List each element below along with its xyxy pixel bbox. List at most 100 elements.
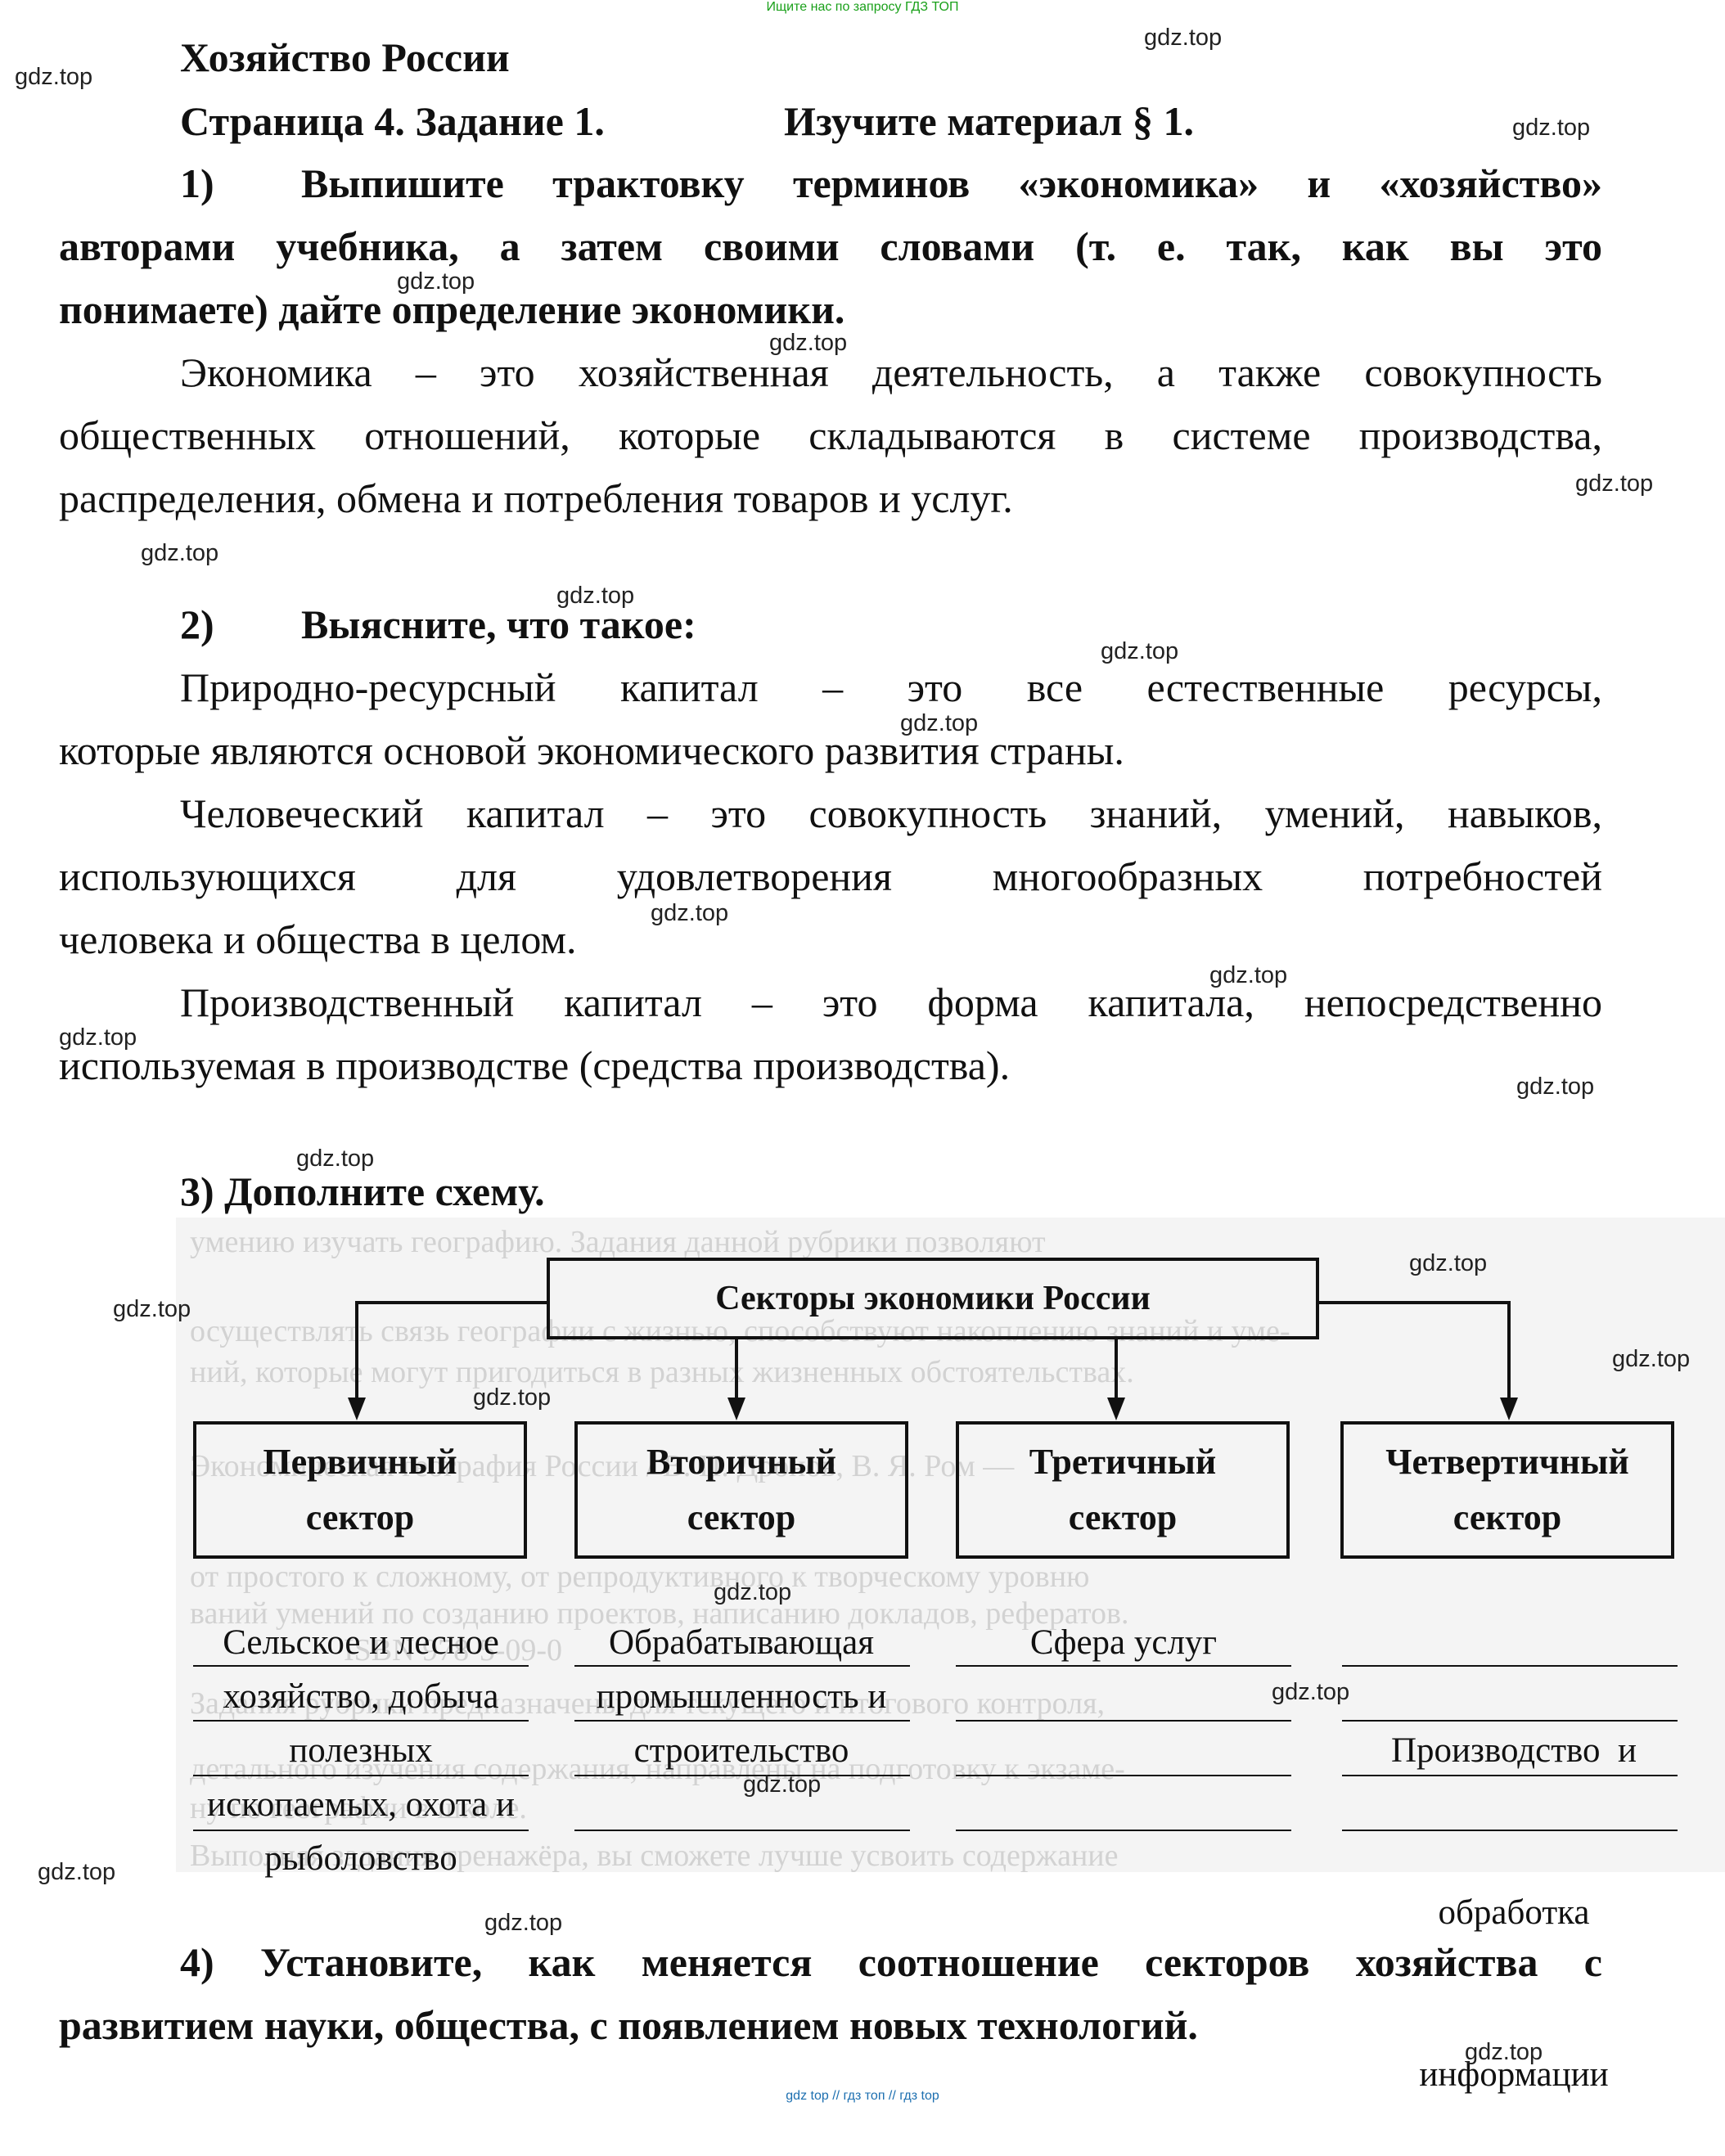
sector-box-secondary: Вторичный сектор — [574, 1421, 908, 1559]
ghost-text-line: ну по географии в школе. — [190, 1791, 527, 1825]
sector-box-tertiary: Третичный сектор — [956, 1421, 1290, 1559]
answer-underline — [193, 1665, 529, 1667]
connector-line — [1507, 1301, 1511, 1399]
q1-answer-line-3: распределения, обмена и потребления това… — [59, 475, 1013, 521]
answer-line: Сфера услуг — [1029, 1623, 1218, 1662]
watermark: gdz.top — [1272, 1679, 1350, 1705]
watermark: gdz.top — [1101, 638, 1179, 664]
q1-question-line-3: понимаете) дайте определение экономики. — [59, 286, 845, 332]
answer-underline — [1342, 1720, 1678, 1722]
watermark: gdz.top — [1144, 25, 1223, 51]
sector-label: сектор — [1068, 1497, 1178, 1537]
q1-number: 1) — [180, 160, 214, 206]
ghost-text-line: Выполняя задания тренажёра, вы сможете л… — [190, 1839, 1119, 1873]
watermark: gdz.top — [113, 1296, 191, 1322]
answer-tertiary-sector: Сфера услуг — [956, 1616, 1291, 1670]
answer-secondary-sector: Обрабатывающая промышленность и строител… — [561, 1616, 921, 1778]
q4-line-1: 4) Установите, как меняется соотношение … — [180, 1939, 1602, 1985]
watermark: gdz.top — [1512, 115, 1591, 141]
answer-underline — [956, 1720, 1291, 1722]
answer-underline — [1342, 1665, 1678, 1667]
sector-label: Вторичный — [646, 1442, 837, 1482]
answer-primary-sector: Сельское и лесное хозяйство, добыча поле… — [177, 1616, 545, 1886]
watermark: gdz.top — [1516, 1073, 1595, 1100]
answer-line: Обрабатывающая — [609, 1623, 874, 1662]
q1-question-line-2: авторами учебника, а затем своими словам… — [59, 223, 1602, 269]
scheme-title: Секторы экономики России — [715, 1280, 1151, 1317]
answer-underline — [193, 1830, 529, 1831]
answer-underline — [956, 1830, 1291, 1831]
ghost-text-line: Экономическая география России / В. П. Д… — [190, 1449, 1015, 1483]
top-note: Ищите нас по запросу ГДЗ ТОП — [766, 0, 959, 14]
task-line-page: Страница 4. Задание 1. — [180, 98, 605, 144]
watermark: gdz.top — [743, 1771, 822, 1798]
q1-question-line-1: Выпишите трактовку терминов «экономика» … — [301, 160, 1602, 206]
scheme-title-box: Секторы экономики России — [547, 1258, 1319, 1339]
watermark: gdz.top — [1465, 2039, 1543, 2065]
connector-line — [1115, 1338, 1118, 1399]
watermark: gdz.top — [38, 1859, 116, 1885]
ghost-text-line: от простого к сложному, от репродуктивно… — [190, 1560, 1090, 1594]
answer-line: рыболовство — [264, 1839, 457, 1878]
answer-underline — [1342, 1830, 1678, 1831]
answer-underline — [193, 1720, 529, 1722]
ghost-text-line: ISBN 978-5-09-0 — [344, 1633, 563, 1668]
q2-title: Выясните, что такое: — [301, 601, 696, 647]
watermark: gdz.top — [484, 1910, 563, 1936]
scanned-background — [176, 1218, 1725, 1872]
watermark: gdz.top — [1209, 962, 1288, 988]
watermark: gdz.top — [1612, 1346, 1691, 1372]
q2-natural-capital-line-1: Природно-ресурсный капитал – это все ест… — [180, 664, 1602, 710]
ghost-text-line: Задания рубрики предназначены для текуще… — [190, 1686, 1106, 1721]
arrow-down-icon — [1107, 1398, 1125, 1420]
arrow-down-icon — [348, 1398, 366, 1420]
q2-human-capital-line-2: использующихся для удовлетворения многоо… — [59, 853, 1602, 899]
answer-line: Сельское и лесное — [223, 1623, 499, 1662]
q3-title: 3) Дополните схему. — [180, 1168, 545, 1214]
q2-natural-capital-line-2: которые являются основой экономического … — [59, 727, 1124, 773]
watermark: gdz.top — [651, 900, 729, 926]
watermark: gdz.top — [1409, 1250, 1488, 1276]
answer-line: информации — [1419, 2055, 1609, 2094]
sector-box-primary: Первичный сектор — [193, 1421, 527, 1559]
watermark: gdz.top — [59, 1024, 137, 1051]
answer-underline — [956, 1775, 1291, 1776]
connector-line — [355, 1301, 548, 1304]
ghost-text-line: детального изучения содержания, направле… — [190, 1752, 1125, 1786]
task-line-instruction: Изучите материал § 1. — [784, 98, 1194, 144]
ghost-text-line: умению изучать географию. Задания данной… — [190, 1225, 1046, 1259]
watermark: gdz.top — [15, 64, 93, 90]
watermark: gdz.top — [141, 540, 219, 566]
ghost-text-line: ваний умений по созданию проектов, напис… — [190, 1596, 1129, 1631]
answer-underline — [574, 1830, 910, 1831]
watermark: gdz.top — [397, 268, 475, 295]
answer-line: полезных — [289, 1731, 433, 1770]
connector-line — [355, 1301, 358, 1399]
answer-line: строительство — [633, 1731, 849, 1770]
watermark: gdz.top — [769, 330, 848, 356]
answer-underline — [574, 1720, 910, 1722]
watermark: gdz.top — [1575, 470, 1654, 497]
footer-note: gdz top // гдз топ // гдз top — [786, 2089, 939, 2103]
q2-production-capital-line-1: Производственный капитал – это форма кап… — [180, 979, 1602, 1025]
watermark: gdz.top — [473, 1384, 552, 1411]
answer-line: промышленность и — [596, 1677, 887, 1716]
answer-line: Производство и — [1390, 1731, 1637, 1770]
q4-line-2: развитием науки, общества, с появлением … — [59, 2002, 1198, 2048]
answer-quaternary-sector: Производство и обработка информации — [1342, 1616, 1686, 2156]
sector-label: сектор — [1453, 1497, 1562, 1537]
sector-label: Четвертичный — [1385, 1442, 1629, 1482]
arrow-down-icon — [727, 1398, 745, 1420]
sector-box-quaternary: Четвертичный сектор — [1340, 1421, 1674, 1559]
answer-underline — [574, 1775, 910, 1776]
q2-number: 2) — [180, 601, 214, 647]
connector-line — [1317, 1301, 1511, 1304]
q1-answer-line-2: общественных отношений, которые складыва… — [59, 412, 1602, 458]
q2-human-capital-line-3: человека и общества в целом. — [59, 916, 577, 962]
q2-human-capital-line-1: Человеческий капитал – это совокупность … — [180, 790, 1602, 836]
answer-underline — [193, 1775, 529, 1776]
answer-line: ископаемых, охота и — [207, 1785, 515, 1824]
answer-line: хозяйство, добыча — [223, 1677, 499, 1716]
q1-answer-line-1: Экономика – это хозяйственная деятельнос… — [180, 349, 1602, 395]
ghost-text-line: осуществлять связь географии с жизнью, с… — [190, 1314, 1290, 1348]
